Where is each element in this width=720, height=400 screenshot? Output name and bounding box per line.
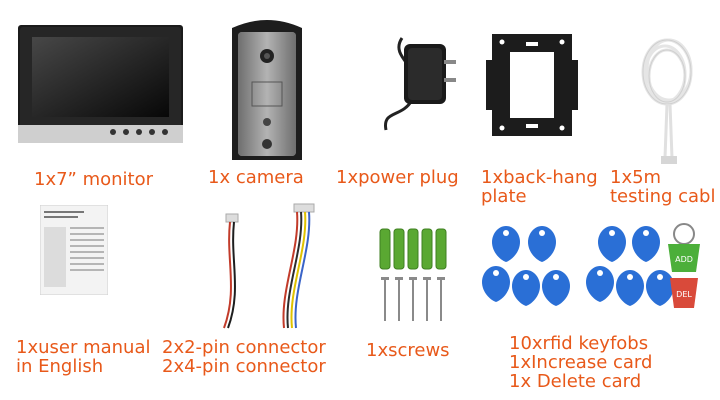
- back-plate-label-line2: plate: [481, 186, 527, 207]
- keyfobs-image: ADD DEL: [482, 220, 712, 315]
- testing-cable-label-line1: 1x5m: [610, 167, 662, 188]
- user-manual-image: [40, 205, 108, 295]
- screws-label: 1xscrews: [366, 340, 450, 361]
- connectors-label-line2: 2x4-pin connector: [162, 356, 326, 377]
- camera-image: [226, 14, 308, 162]
- power-plug-label: 1xpower plug: [336, 167, 459, 188]
- back-plate-label: 1xback-hang plate: [481, 168, 598, 206]
- connectors-label-line1: 2x2-pin connector: [162, 337, 326, 358]
- keyfobs-label-line3: 1x Delete card: [509, 371, 642, 392]
- keyfobs-label: 10xrfid keyfobs 1xIncrease card 1x Delet…: [509, 334, 652, 391]
- camera-label: 1x camera: [208, 167, 304, 188]
- power-plug-image: [372, 30, 462, 140]
- keyfobs-label-line1: 10xrfid keyfobs: [509, 333, 649, 354]
- delete-card-tag: DEL: [676, 290, 692, 299]
- user-manual-label-line2: in English: [16, 356, 104, 377]
- screws-image: [372, 225, 452, 325]
- monitor-label: 1x7” monitor: [34, 169, 154, 190]
- connectors-image: [200, 200, 330, 330]
- increase-card-tag: ADD: [675, 255, 693, 264]
- testing-cable-label: 1x5m testing cabl: [610, 168, 715, 206]
- user-manual-label-line1: 1xuser manual: [16, 337, 151, 358]
- back-plate-label-line1: 1xback-hang: [481, 167, 598, 188]
- connectors-label: 2x2-pin connector 2x4-pin connector: [162, 338, 326, 376]
- testing-cable-label-line2: testing cabl: [610, 186, 716, 207]
- keyfobs-label-line2: 1xIncrease card: [509, 352, 653, 373]
- back-plate-image: [482, 30, 582, 140]
- monitor-image: [18, 25, 183, 143]
- user-manual-label: 1xuser manual in English: [16, 338, 151, 376]
- testing-cable-image: [632, 30, 702, 170]
